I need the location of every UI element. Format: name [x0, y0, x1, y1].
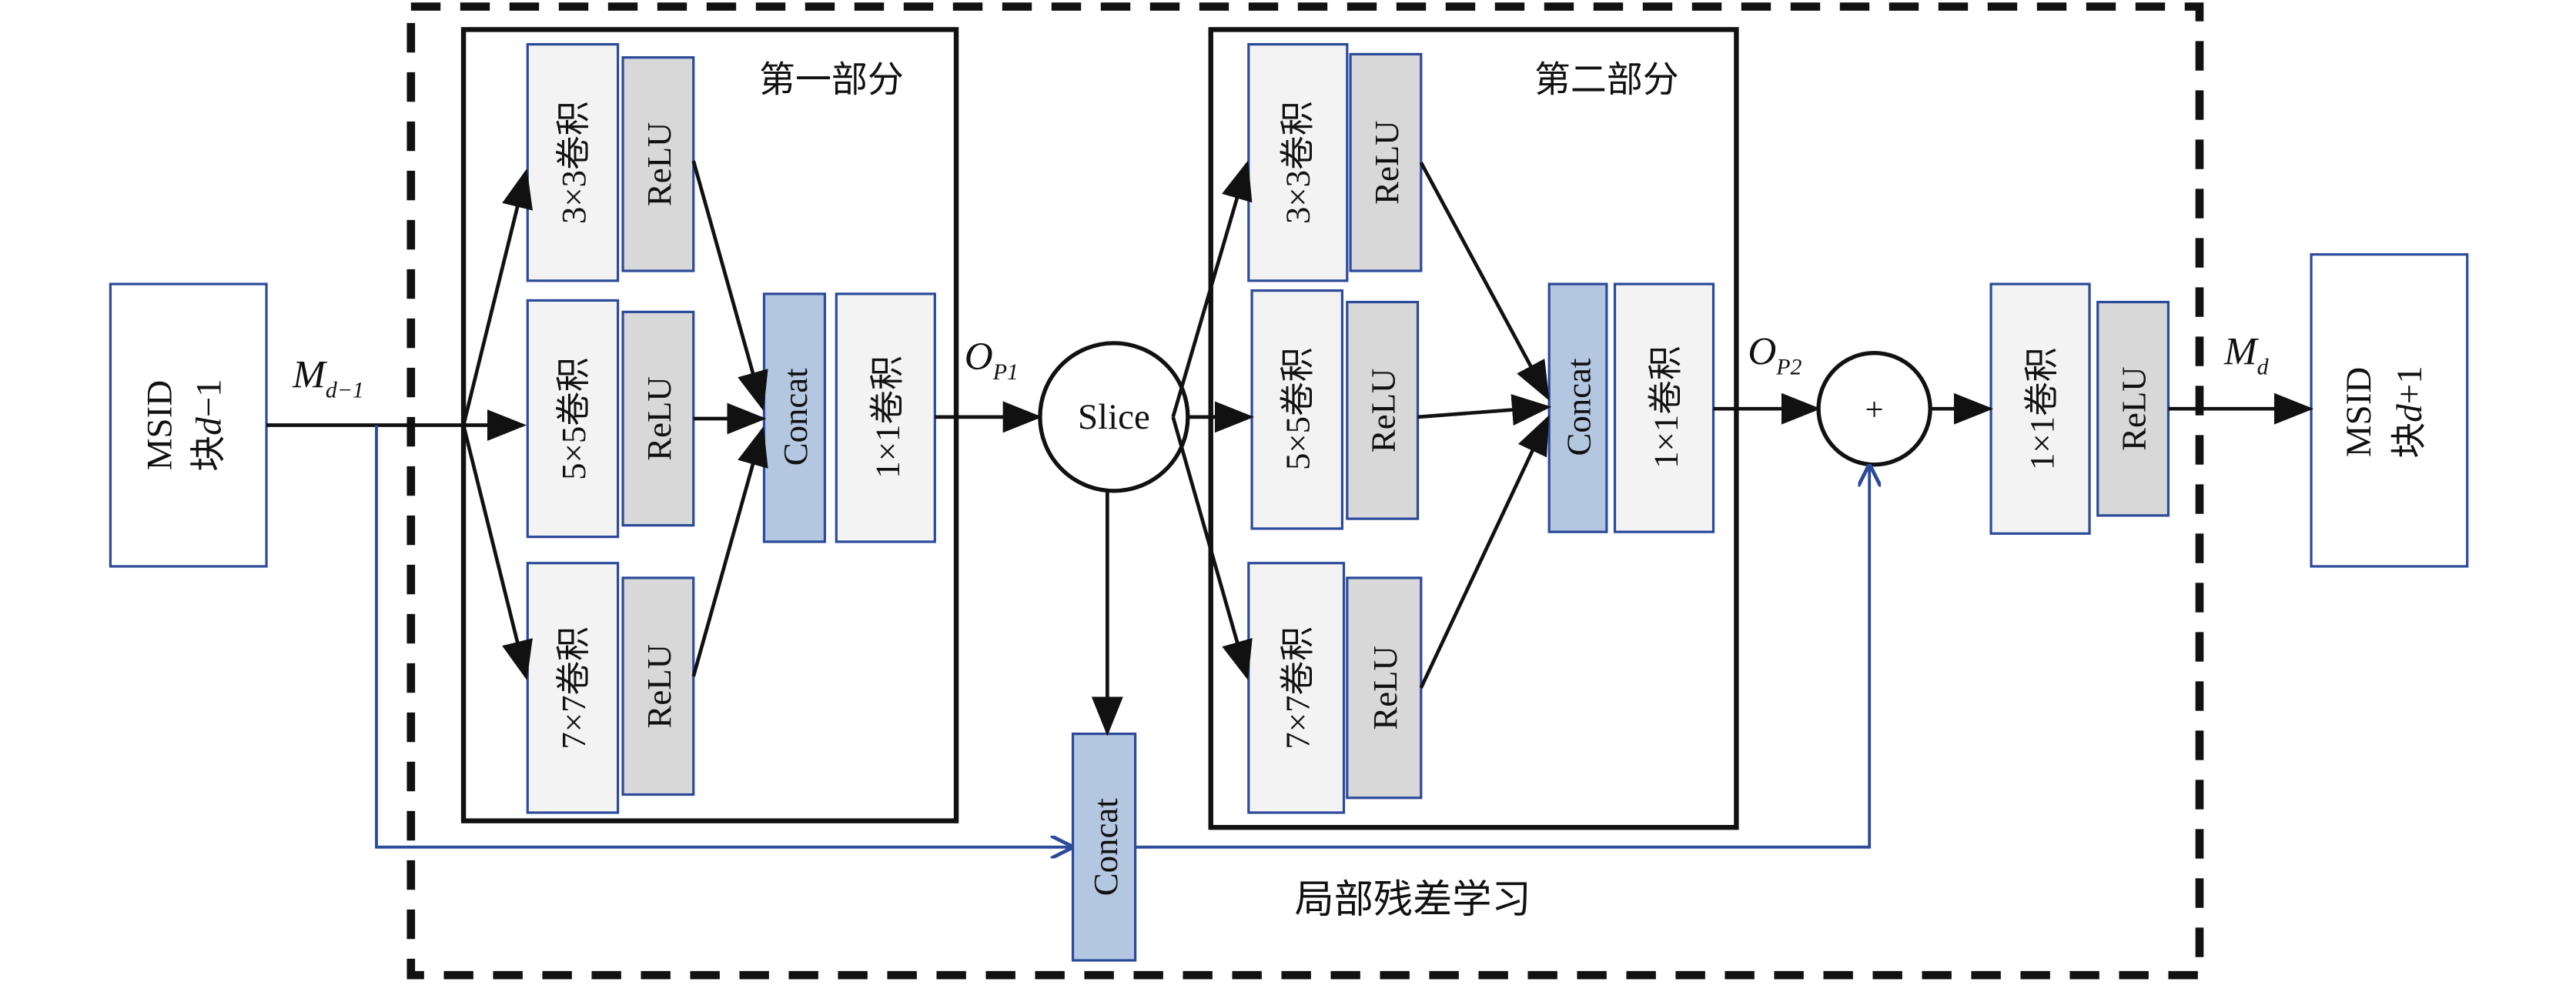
- part2-conv1-box: 1×1卷积: [1613, 282, 1715, 533]
- arrow-relu5-to-concat2: [1417, 394, 1552, 426]
- part1-relu3-box: ReLU: [621, 56, 695, 272]
- label-m-d-1: Md−1: [292, 352, 364, 402]
- svg-text:1×1卷积: 1×1卷积: [1647, 346, 1685, 469]
- msid-dashed-frame: [406, 2, 2204, 980]
- label-op2: OP2: [1748, 330, 1802, 380]
- part2-concat-box: Concat: [1547, 282, 1608, 533]
- part1-conv3-box: 3×3卷积: [526, 43, 620, 282]
- residual-input-to-bottom-concat: [375, 425, 1071, 847]
- part1-conv5-box: 5×5卷积: [526, 299, 620, 539]
- part1-conv1-box: 1×1卷积: [835, 292, 936, 543]
- svg-text:ReLU: ReLU: [1366, 646, 1404, 730]
- svg-text:7×7卷积: 7×7卷积: [1279, 626, 1317, 750]
- part1-conv7-box: 7×7卷积: [526, 562, 620, 814]
- arrow-to-part1-conv3: [461, 169, 533, 426]
- part2-conv5-box: 5×5卷积: [1250, 289, 1343, 530]
- svg-text:Concat: Concat: [1086, 798, 1125, 896]
- label-op1: OP1: [965, 335, 1019, 385]
- part1-relu5-box: ReLU: [621, 310, 695, 527]
- part2-relu5-box: ReLU: [1346, 300, 1420, 520]
- svg-text:ReLU: ReLU: [640, 376, 678, 460]
- local-residual-label: 局部残差学习: [1295, 878, 1531, 922]
- final-relu-box: ReLU: [2096, 300, 2170, 517]
- svg-text:3×3卷积: 3×3卷积: [554, 101, 593, 224]
- label-m-d: Md: [2223, 330, 2269, 380]
- arrow-to-part1-conv7: [461, 424, 533, 680]
- svg-text:MSID: MSID: [139, 380, 179, 470]
- svg-text:1×1卷积: 1×1卷积: [868, 356, 906, 479]
- svg-text:块d−1: 块d−1: [189, 379, 229, 471]
- add-node: +: [1816, 351, 1932, 467]
- output-msid-block: MSID 块d+1: [2310, 253, 2469, 568]
- arrow-slice-to-part2-conv7: [1171, 416, 1253, 680]
- svg-text:Concat: Concat: [1560, 358, 1598, 456]
- svg-text:5×5卷积: 5×5卷积: [1279, 347, 1317, 470]
- svg-text:Slice: Slice: [1078, 397, 1150, 437]
- input-msid-block: MSID 块d−1: [109, 282, 268, 568]
- svg-text:+: +: [1865, 392, 1884, 428]
- svg-text:ReLU: ReLU: [640, 644, 678, 728]
- svg-text:ReLU: ReLU: [1367, 120, 1406, 204]
- arrow-relu3-to-concat2: [1419, 162, 1550, 401]
- part2-relu7-box: ReLU: [1346, 576, 1423, 800]
- slice-node: Slice: [1038, 341, 1190, 493]
- arrow-relu7-to-concat2: [1419, 415, 1550, 689]
- svg-text:1×1卷积: 1×1卷积: [2022, 347, 2061, 470]
- svg-text:ReLU: ReLU: [1364, 369, 1403, 452]
- svg-text:ReLU: ReLU: [640, 122, 678, 206]
- residual-bottom-concat-to-add: [1135, 466, 1870, 849]
- svg-text:块d+1: 块d+1: [2390, 366, 2430, 458]
- part2-conv3-box: 3×3卷积: [1247, 43, 1349, 282]
- arrow-relu7-to-concat1: [691, 426, 768, 677]
- arrow-slice-to-part2-conv3: [1171, 160, 1253, 418]
- svg-text:3×3卷积: 3×3卷积: [1279, 101, 1317, 224]
- part1-title: 第一部分: [759, 60, 904, 100]
- svg-text:ReLU: ReLU: [2115, 366, 2153, 450]
- svg-text:5×5卷积: 5×5卷积: [554, 357, 593, 480]
- part2-title: 第二部分: [1534, 60, 1679, 100]
- svg-text:Concat: Concat: [776, 368, 815, 466]
- arrow-relu3-to-concat1: [691, 160, 768, 411]
- part1-concat-box: Concat: [762, 292, 826, 543]
- part1-relu7-box: ReLU: [621, 576, 695, 796]
- final-conv1-box: 1×1卷积: [1989, 282, 2091, 535]
- part2-frame: [1208, 27, 1739, 830]
- part2-relu3-box: ReLU: [1349, 52, 1423, 272]
- svg-text:MSID: MSID: [2339, 367, 2379, 457]
- bottom-concat-box: Concat: [1071, 733, 1137, 962]
- svg-text:7×7卷积: 7×7卷积: [554, 626, 593, 750]
- part2-conv7-box: 7×7卷积: [1247, 562, 1346, 814]
